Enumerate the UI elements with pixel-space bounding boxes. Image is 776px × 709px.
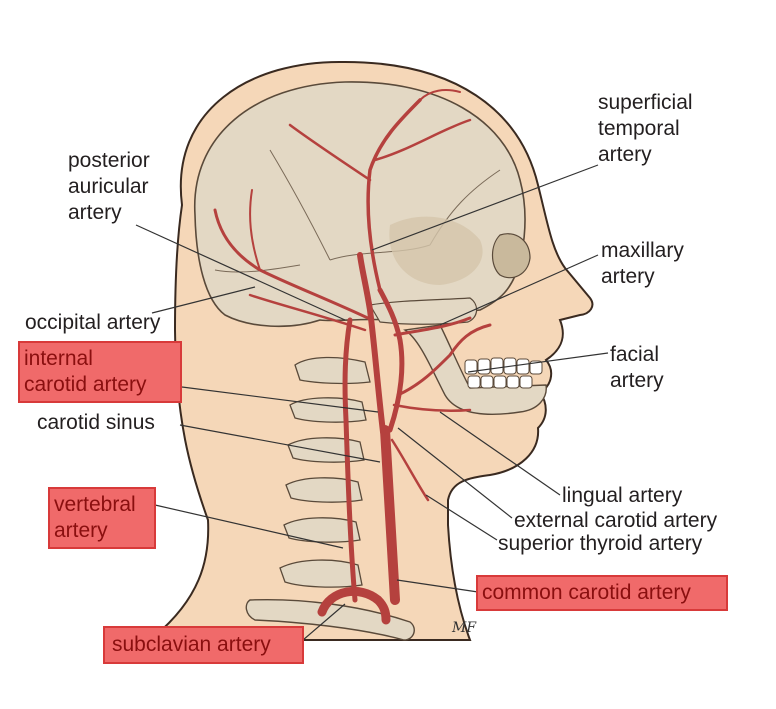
label-lingual-artery: lingual artery bbox=[562, 483, 682, 509]
label-line: maxillary bbox=[601, 238, 684, 264]
label-internal-carotid-artery: internal carotid artery bbox=[18, 341, 182, 403]
label-occipital-artery: occipital artery bbox=[25, 310, 160, 336]
label-common-carotid-artery: common carotid artery bbox=[476, 575, 728, 611]
label-line: carotid artery bbox=[24, 372, 176, 398]
label-vertebral-artery: vertebral artery bbox=[48, 487, 156, 549]
label-line: posterior bbox=[68, 148, 150, 174]
label-line: facial bbox=[610, 342, 664, 368]
label-carotid-sinus: carotid sinus bbox=[37, 410, 155, 436]
label-superficial-temporal-artery: superficial temporal artery bbox=[598, 90, 693, 168]
label-line: artery bbox=[610, 368, 664, 394]
label-facial-artery: facial artery bbox=[610, 342, 664, 394]
label-subclavian-artery: subclavian artery bbox=[103, 626, 304, 664]
label-line: vertebral bbox=[54, 492, 150, 518]
label-line: artery bbox=[68, 200, 150, 226]
label-line: temporal bbox=[598, 116, 693, 142]
label-maxillary-artery: maxillary artery bbox=[601, 238, 684, 290]
label-posterior-auricular-artery: posterior auricular artery bbox=[68, 148, 150, 226]
label-line: artery bbox=[54, 518, 150, 544]
label-line: internal bbox=[24, 346, 176, 372]
label-line: superficial bbox=[598, 90, 693, 116]
label-line: artery bbox=[601, 264, 684, 290]
artist-signature: MF bbox=[452, 620, 476, 636]
label-line: auricular bbox=[68, 174, 150, 200]
label-superior-thyroid-artery: superior thyroid artery bbox=[498, 531, 702, 557]
label-line: artery bbox=[598, 142, 693, 168]
